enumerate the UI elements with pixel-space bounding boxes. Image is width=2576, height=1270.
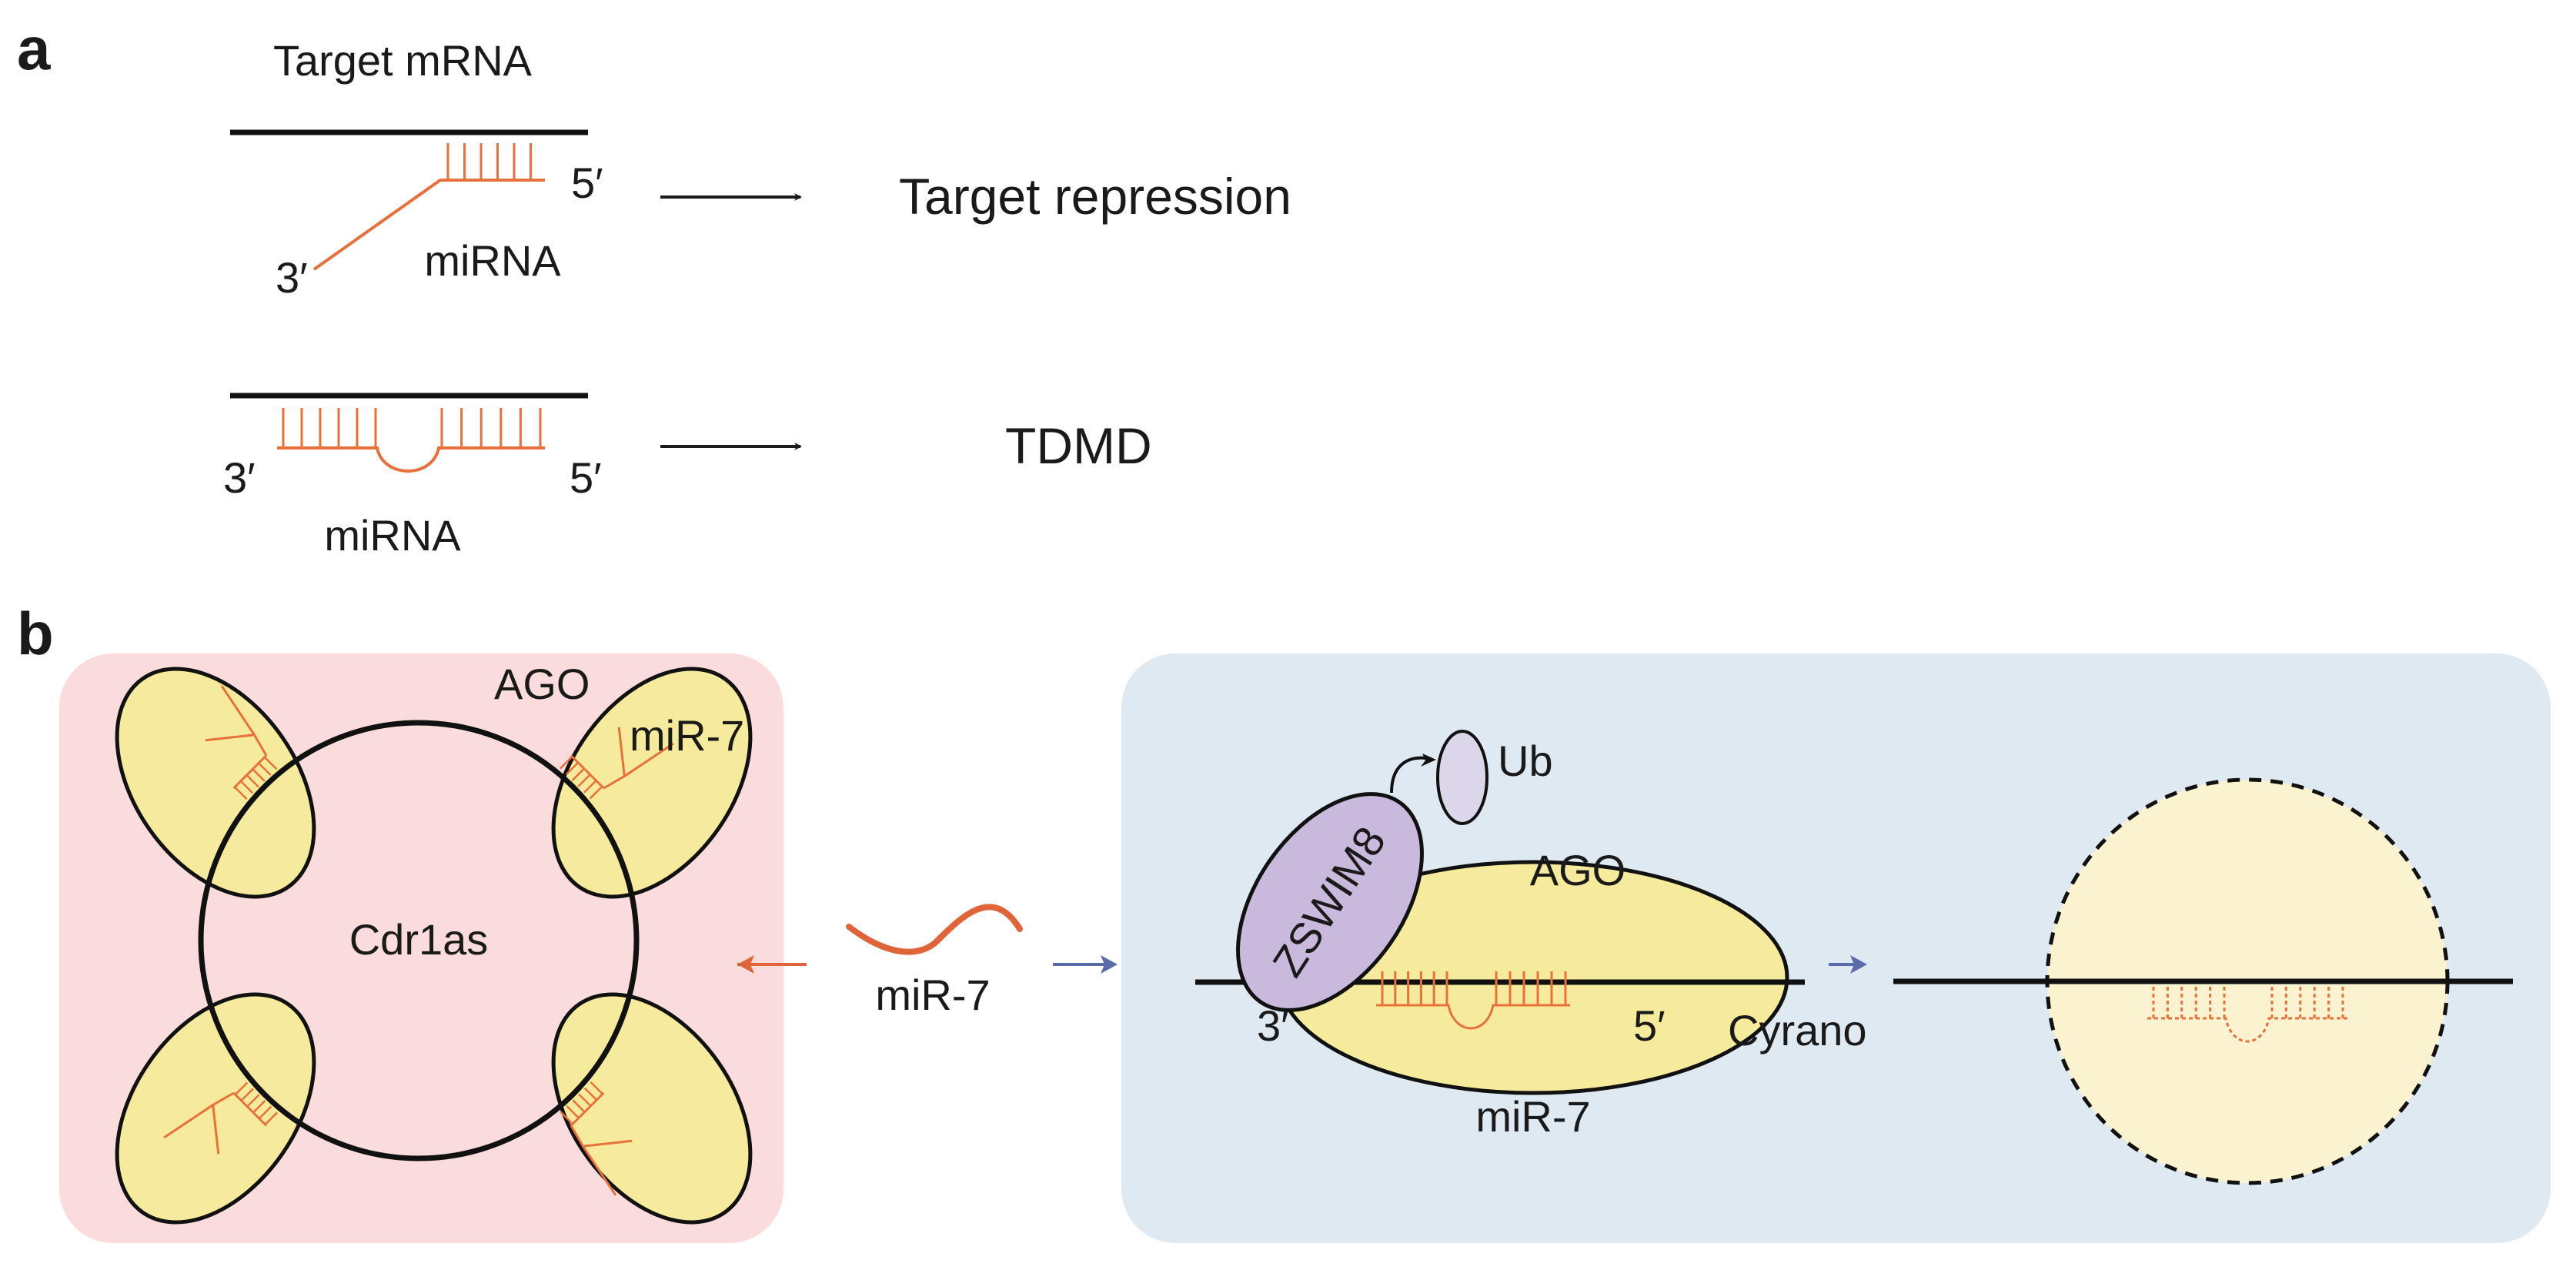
mirna-label: miRNA [424, 236, 561, 285]
mirna-tail [582, 1145, 617, 1196]
ago-label: AGO [494, 660, 590, 708]
base-pair-tick [240, 1088, 254, 1101]
arrow-right-head [1850, 955, 1867, 974]
mirna-backbone [570, 1091, 605, 1127]
mirna-label: miRNA [324, 511, 461, 560]
base-pair-tick [565, 761, 580, 776]
base-pair-tick [571, 767, 585, 781]
base-pair-tick [578, 1093, 592, 1107]
base-pair-tick [577, 774, 591, 787]
mirna-backbone [570, 754, 605, 790]
tdmd-label: TDMD [1005, 417, 1152, 474]
degraded-mir7 [2147, 987, 2347, 1043]
base-pair-tick [583, 780, 597, 794]
mir7-label: miR-7 [875, 971, 990, 1019]
cyrano-label: Cyrano [1728, 1006, 1867, 1054]
mirna-backbone [312, 179, 545, 271]
ago-complexes [115, 667, 753, 1225]
ub-protein [1436, 730, 1488, 825]
base-pair-tick [583, 1087, 598, 1101]
cdr1as-circle [198, 720, 640, 1161]
mir7-label: miR-7 [630, 711, 744, 760]
base-pair-tick [234, 1081, 249, 1095]
base-pair-tick [234, 786, 248, 800]
ago-protein [551, 667, 753, 899]
panel-b: b Cdr1as AGO miR-7 miR-7 AGO [17, 600, 2551, 1243]
five-prime-label: 5′ [1633, 1001, 1666, 1050]
mirna-backbone [277, 446, 545, 473]
mir7-strand-bound [163, 1081, 279, 1155]
base-pair-tick [239, 780, 254, 794]
five-prime-label: 5′ [571, 159, 603, 207]
mirna-strand [277, 408, 545, 473]
base-pair-tick [559, 756, 573, 770]
zswim8-protein [1236, 792, 1424, 1012]
arrow-right-head [1101, 955, 1118, 974]
base-pair-tick [246, 1094, 260, 1108]
mirna-backbone [232, 754, 268, 790]
five-prime-label: 5′ [570, 453, 602, 502]
mirna-backbone [1376, 1004, 1570, 1030]
base-pair-tick [252, 1100, 266, 1114]
ub-label: Ub [1498, 737, 1553, 785]
panel-a: a Target mRNA 3′ 5′ miRNA Target repress… [17, 15, 1291, 560]
three-prime-label: 3′ [276, 253, 308, 302]
base-pair-tick [252, 768, 266, 782]
mir7-strand [846, 904, 1023, 955]
mir7-strand-bound [559, 727, 674, 800]
three-prime-label: 3′ [1257, 1001, 1289, 1050]
base-pair-tick [246, 774, 259, 788]
mir7-strand-bound [560, 1081, 633, 1196]
panel-a-letter: a [17, 15, 51, 82]
target-mrna-title: Target mRNA [273, 36, 533, 85]
arrow-left-head [737, 955, 754, 974]
mir7-label: miR-7 [1475, 1092, 1590, 1141]
ago-label: AGO [1530, 846, 1625, 894]
ago-protein [551, 992, 753, 1225]
mirna-backbone [232, 1091, 268, 1127]
mirna-tail [163, 1104, 214, 1139]
base-pair-tick [258, 762, 272, 776]
base-pair-tick [264, 756, 278, 770]
mir7-strand-bound [205, 685, 278, 800]
ago-protein [115, 992, 316, 1225]
base-pair-tick [264, 1111, 279, 1125]
base-pair-tick [560, 1111, 573, 1125]
ago-protein [115, 667, 316, 899]
tdmd-panel: AGO ZSWIM8 Ub 3′ 5′ Cyrano miR-7 [1121, 653, 2551, 1243]
cdr1as-label: Cdr1as [349, 915, 489, 964]
base-pair-tick [566, 1105, 580, 1119]
mirna-tail [220, 685, 256, 736]
arrow-head [1421, 754, 1436, 767]
mir7-strand-bound [1376, 971, 1570, 1030]
cdr1as-panel: Cdr1as AGO miR-7 [59, 653, 783, 1243]
panel-b-letter: b [17, 600, 54, 667]
base-pair-tick [590, 1081, 603, 1095]
tdmd-binding-diagram: 3′ 5′ miRNA [223, 393, 602, 560]
three-prime-label: 3′ [223, 453, 256, 502]
base-pair-tick [589, 786, 603, 800]
mirna-strand [312, 143, 545, 271]
target-repression-label: Target repression [899, 168, 1291, 225]
canonical-binding-diagram: 3′ 5′ miRNA [230, 129, 603, 302]
base-pair-tick [572, 1099, 586, 1113]
free-mir7: miR-7 [737, 904, 1118, 1019]
mirna-tail [623, 742, 674, 777]
mirna-backbone [2147, 1017, 2347, 1043]
base-pair-tick [258, 1105, 272, 1120]
